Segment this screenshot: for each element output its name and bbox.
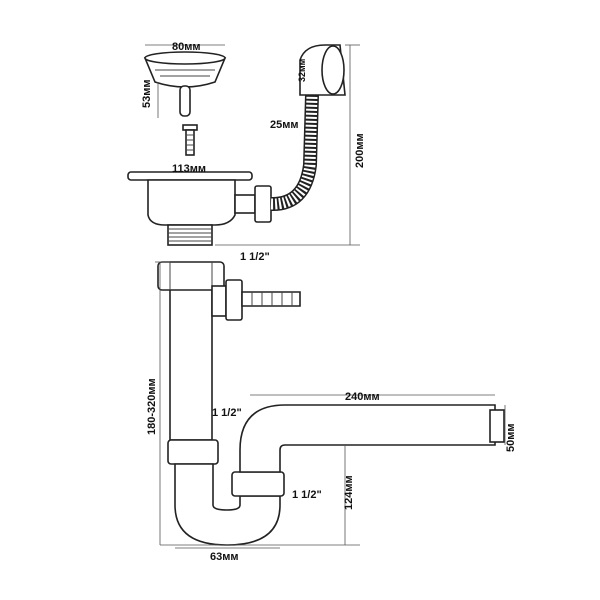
strainer (143, 44, 227, 118)
trap-nut-thread-label: 1 1/2" (292, 489, 322, 501)
outlet-height-label: 124мм (343, 475, 355, 510)
trap-width-label: 63мм (210, 551, 239, 563)
outlet-length-label: 240мм (345, 391, 380, 403)
u-trap (160, 394, 506, 549)
basket-body (127, 171, 272, 246)
trap-thread-label: 1 1/2" (212, 407, 242, 419)
cap-diameter-label: 32мм (297, 58, 307, 82)
screw (182, 124, 198, 156)
strainer-width-label: 80мм (172, 41, 201, 53)
outlet-diameter-label: 50мм (505, 423, 517, 452)
top-thread-label: 1 1/2" (240, 251, 270, 263)
strainer-height-label: 53мм (141, 79, 153, 108)
basket-width-label: 113мм (172, 163, 206, 175)
hose-diameter-label: 25мм (270, 119, 299, 131)
overflow-hose (215, 44, 360, 246)
pipe-height-label: 180-320мм (146, 378, 158, 435)
overflow-height-label: 200мм (354, 133, 366, 168)
